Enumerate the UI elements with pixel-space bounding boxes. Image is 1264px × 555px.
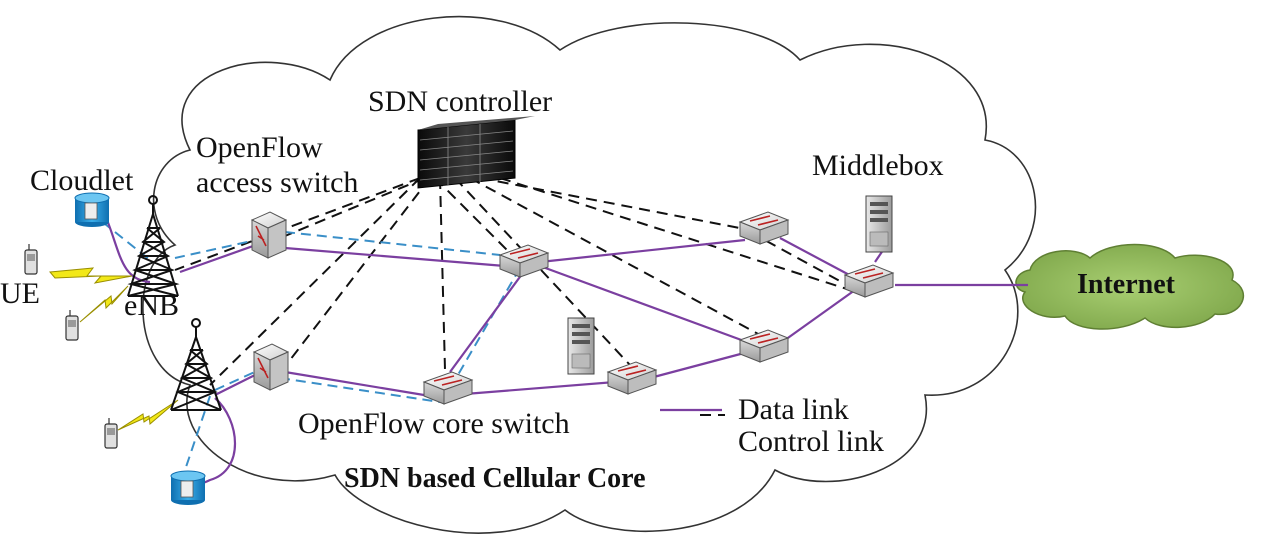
openflow-switch-icon [738,211,790,245]
server-tower-icon [567,317,595,375]
middlebox-label: Middlebox [812,149,944,182]
cell-tower-icon [170,318,222,411]
ue-label: UE [0,277,40,310]
cellular-core-label: SDN based Cellular Core [344,463,646,494]
openflow-access-switch-label-line1: OpenFlow [196,131,323,164]
cloudlet-cylinder-icon [74,192,110,227]
mobile-phone-icon [24,244,38,275]
enb-label: eNB [124,289,179,322]
openflow-switch-icon [250,211,288,259]
openflow-switch-icon [422,371,474,405]
mobile-phone-icon [104,418,118,449]
cloudlet-cylinder-icon [170,470,206,505]
openflow-switch-icon [738,329,790,363]
legend-data-link-label: Data link [738,393,849,426]
openflow-switch-icon [252,343,290,391]
cloudlet-label: Cloudlet [30,164,134,197]
openflow-access-switch-label-line2: access switch [196,166,359,199]
server-rack-icon [417,116,535,189]
openflow-core-switch-label: OpenFlow core switch [298,407,570,440]
internet-cloud [1015,243,1244,330]
lightning-bolt-icon [117,399,179,431]
server-tower-icon [865,195,893,253]
sdn-controller-label: SDN controller [368,85,553,118]
mobile-phone-icon [65,310,79,341]
lightning-bolt-icon [79,285,129,323]
control-links [174,177,861,416]
cellular-core-cloud [142,15,1037,534]
openflow-switch-icon [843,264,895,298]
legend-control-link-label: Control link [738,425,884,458]
lightning-bolt-icon [49,267,133,284]
internet-label: Internet [1077,269,1175,300]
openflow-switch-icon [498,244,550,278]
openflow-switch-icon [606,361,658,395]
cell-tower-icon [127,195,180,297]
